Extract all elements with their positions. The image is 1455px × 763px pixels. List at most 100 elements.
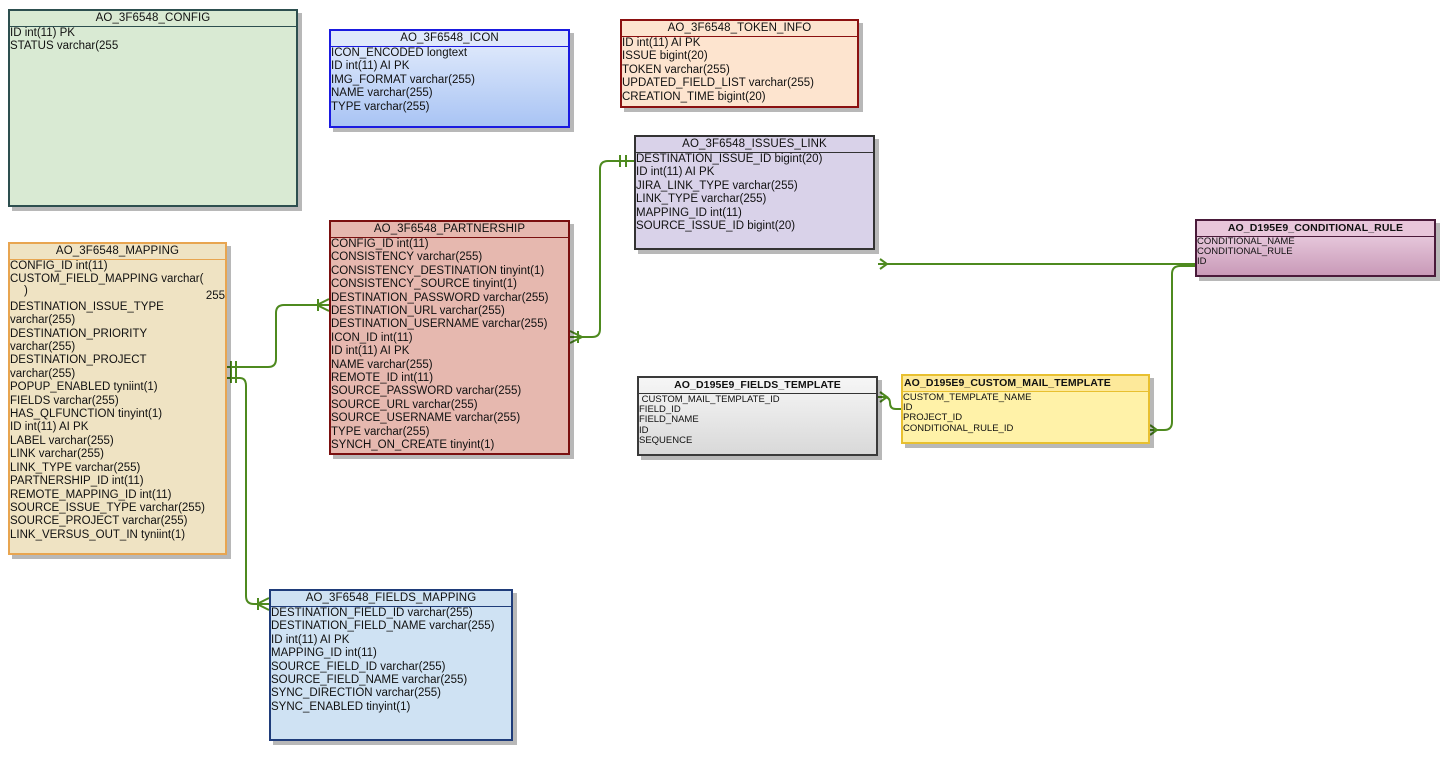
crows-foot-marker — [569, 330, 585, 344]
table-fields-mapping[interactable]: AO_3F6548_FIELDS_MAPPING DESTINATION_FIE… — [269, 589, 513, 741]
table-icon[interactable]: AO_3F6548_ICON ICON_ENCODED longtext ID … — [329, 29, 570, 128]
column-row: MAPPING_ID int(11) — [636, 206, 742, 219]
column-row: DESTINATION_FIELD_ID varchar(255) — [271, 607, 473, 619]
table-issues-link[interactable]: AO_3F6548_ISSUES_LINK DESTINATION_ISSUE_… — [634, 135, 875, 250]
link-mapping-partnership[interactable] — [227, 304, 329, 368]
crows-foot-marker — [314, 298, 330, 312]
column-row: ID — [1197, 256, 1207, 268]
column-row: SEQUENCE — [639, 434, 693, 446]
table-columns: CONFIG_ID int(11) CUSTOM_FIELD_MAPPING v… — [10, 260, 225, 542]
column-row: DESTINATION_FIELD_NAME varchar(255) — [271, 620, 495, 633]
column-row: HAS_QLFUNCTION tinyint(1) — [10, 408, 163, 421]
column-row: LABEL varchar(255) — [10, 434, 114, 447]
table-title: AO_3F6548_TOKEN_INFO — [622, 21, 857, 37]
column-row: ID int(11) AI PK — [271, 633, 350, 646]
column-row: CONDITIONAL_RULE_ID — [903, 422, 1014, 434]
table-title: AO_3F6548_PARTNERSHIP — [331, 222, 568, 238]
column-row: ID int(11) AI PK — [331, 345, 410, 358]
link-conditional-rule-mail-template[interactable] — [1150, 265, 1195, 431]
column-row: ID int(11) AI PK — [10, 421, 89, 434]
table-config[interactable]: AO_3F6548_CONFIG ID int(11) PK STATUS va… — [8, 9, 298, 207]
column-row: CONFIG_ID int(11) — [10, 260, 108, 272]
crows-foot-marker — [254, 597, 270, 611]
table-partnership[interactable]: AO_3F6548_PARTNERSHIP CONFIG_ID int(11) … — [329, 220, 570, 455]
table-title: AO_3F6548_FIELDS_MAPPING — [271, 591, 511, 607]
table-columns: CONFIG_ID int(11) CONSISTENCY varchar(25… — [331, 238, 568, 453]
arrow-marker — [879, 391, 889, 403]
column-row-wrap: 255 — [205, 289, 225, 302]
column-row: DESTINATION_ISSUE_TYPE — [10, 300, 164, 313]
table-columns: ID int(11) AI PK ISSUE bigint(20) TOKEN … — [622, 37, 857, 104]
column-row: CUSTOM_FIELD_MAPPING varchar( — [10, 273, 204, 286]
link-fields-template-mail-template[interactable] — [878, 396, 901, 410]
column-row: TYPE varchar(255) — [331, 100, 430, 113]
column-row: CONDITIONAL_RULE — [1197, 246, 1293, 258]
column-row: DESTINATION_PROJECT — [10, 354, 147, 367]
column-row: SOURCE_ISSUE_ID bigint(20) — [636, 220, 796, 233]
table-title: AO_3F6548_MAPPING — [10, 244, 225, 260]
column-row: SYNCH_ON_CREATE tinyint(1) — [331, 439, 495, 452]
table-title: AO_3F6548_ISSUES_LINK — [636, 137, 873, 153]
column-row: UPDATED_FIELD_LIST varchar(255) — [622, 77, 814, 90]
column-row: IMG_FORMAT varchar(255) — [331, 73, 475, 86]
table-mapping[interactable]: AO_3F6548_MAPPING CONFIG_ID int(11) CUST… — [8, 242, 227, 555]
column-row: MAPPING_ID int(11) — [271, 647, 377, 660]
column-row: ID int(11) AI PK — [636, 166, 715, 179]
link-mapping-fields-mapping[interactable] — [227, 377, 269, 605]
table-conditional-rule[interactable]: AO_D195E9_CONDITIONAL_RULE CONDITIONAL_N… — [1195, 219, 1436, 277]
column-row: SOURCE_PASSWORD varchar(255) — [331, 385, 522, 398]
column-row: SOURCE_FIELD_NAME varchar(255) — [271, 674, 468, 687]
column-row: CONFIG_ID int(11) — [331, 238, 429, 250]
column-row: ICON_ID int(11) — [331, 331, 413, 344]
table-columns: DESTINATION_ISSUE_ID bigint(20) ID int(1… — [636, 153, 873, 233]
column-row: DESTINATION_URL varchar(255) — [331, 305, 505, 318]
column-row: FIELD_NAME — [639, 414, 699, 426]
column-row: SOURCE_USERNAME varchar(255) — [331, 412, 521, 425]
column-row: JIRA_LINK_TYPE varchar(255) — [636, 179, 798, 192]
column-row: ID int(11) PK — [10, 27, 75, 39]
column-row: DESTINATION_PRIORITY — [10, 327, 148, 340]
table-columns: ID int(11) PK STATUS varchar(255 — [10, 27, 296, 54]
column-row: PROJECT_ID — [903, 412, 963, 424]
table-title: AO_3F6548_ICON — [331, 31, 568, 47]
table-columns: CONDITIONAL_NAME CONDITIONAL_RULE ID — [1197, 236, 1434, 268]
column-row: DESTINATION_PASSWORD varchar(255) — [331, 291, 549, 304]
table-fields-template[interactable]: AO_D195E9_FIELDS_TEMPLATE CUSTOM_MAIL_TE… — [637, 376, 878, 456]
column-row-wrap: varchar(255) — [10, 341, 76, 354]
table-title: AO_3F6548_CONFIG — [10, 11, 296, 27]
column-row: SOURCE_FIELD_ID varchar(255) — [271, 660, 446, 673]
arrow-marker — [879, 258, 889, 270]
column-row: ICON_ENCODED longtext — [331, 47, 468, 59]
column-row: ID — [903, 402, 913, 414]
table-token-info[interactable]: AO_3F6548_TOKEN_INFO ID int(11) AI PK IS… — [620, 19, 859, 108]
column-row: DESTINATION_USERNAME varchar(255) — [331, 318, 548, 331]
column-row: SOURCE_PROJECT varchar(255) — [10, 515, 188, 528]
column-row: FIELDS varchar(255) — [10, 394, 119, 407]
column-row: CONSISTENCY_DESTINATION tinyint(1) — [331, 264, 545, 277]
column-row: TYPE varchar(255) — [331, 425, 430, 438]
column-row: SYNC_ENABLED tinyint(1) — [271, 700, 411, 713]
link-partnership-issues-link[interactable] — [570, 160, 634, 338]
column-row: CUSTOM_MAIL_TEMPLATE_ID — [639, 394, 780, 405]
column-row: REMOTE_MAPPING_ID int(11) — [10, 488, 172, 501]
column-row-wrap: ) — [24, 284, 28, 297]
table-title: AO_D195E9_CUSTOM_MAIL_TEMPLATE — [903, 376, 1148, 392]
table-columns: ICON_ENCODED longtext ID int(11) AI PK I… — [331, 47, 568, 114]
table-title: AO_D195E9_CONDITIONAL_RULE — [1197, 221, 1434, 237]
column-row: LINK_VERSUS_OUT_IN tyniint(1) — [10, 528, 186, 541]
column-row: POPUP_ENABLED tyniint(1) — [10, 381, 158, 394]
table-columns: CUSTOM_TEMPLATE_NAME ID PROJECT_ID CONDI… — [903, 392, 1148, 434]
column-row: CREATION_TIME bigint(20) — [622, 90, 766, 103]
column-row: ISSUE bigint(20) — [622, 50, 708, 63]
column-row-wrap: varchar(255) — [10, 314, 76, 327]
column-row: ID int(11) AI PK — [622, 37, 701, 49]
column-row: FIELD_ID — [639, 404, 681, 416]
column-row: SOURCE_URL varchar(255) — [331, 398, 478, 411]
column-row: NAME varchar(255) — [331, 358, 433, 371]
table-custom-mail-template[interactable]: AO_D195E9_CUSTOM_MAIL_TEMPLATE CUSTOM_TE… — [901, 374, 1150, 444]
column-row: CONSISTENCY varchar(255) — [331, 251, 483, 264]
column-row: LINK_TYPE varchar(255) — [10, 461, 141, 474]
table-columns: CUSTOM_MAIL_TEMPLATE_ID FIELD_ID FIELD_N… — [639, 394, 876, 446]
column-row: NAME varchar(255) — [331, 87, 433, 100]
column-row: REMOTE_ID int(11) — [331, 372, 434, 385]
